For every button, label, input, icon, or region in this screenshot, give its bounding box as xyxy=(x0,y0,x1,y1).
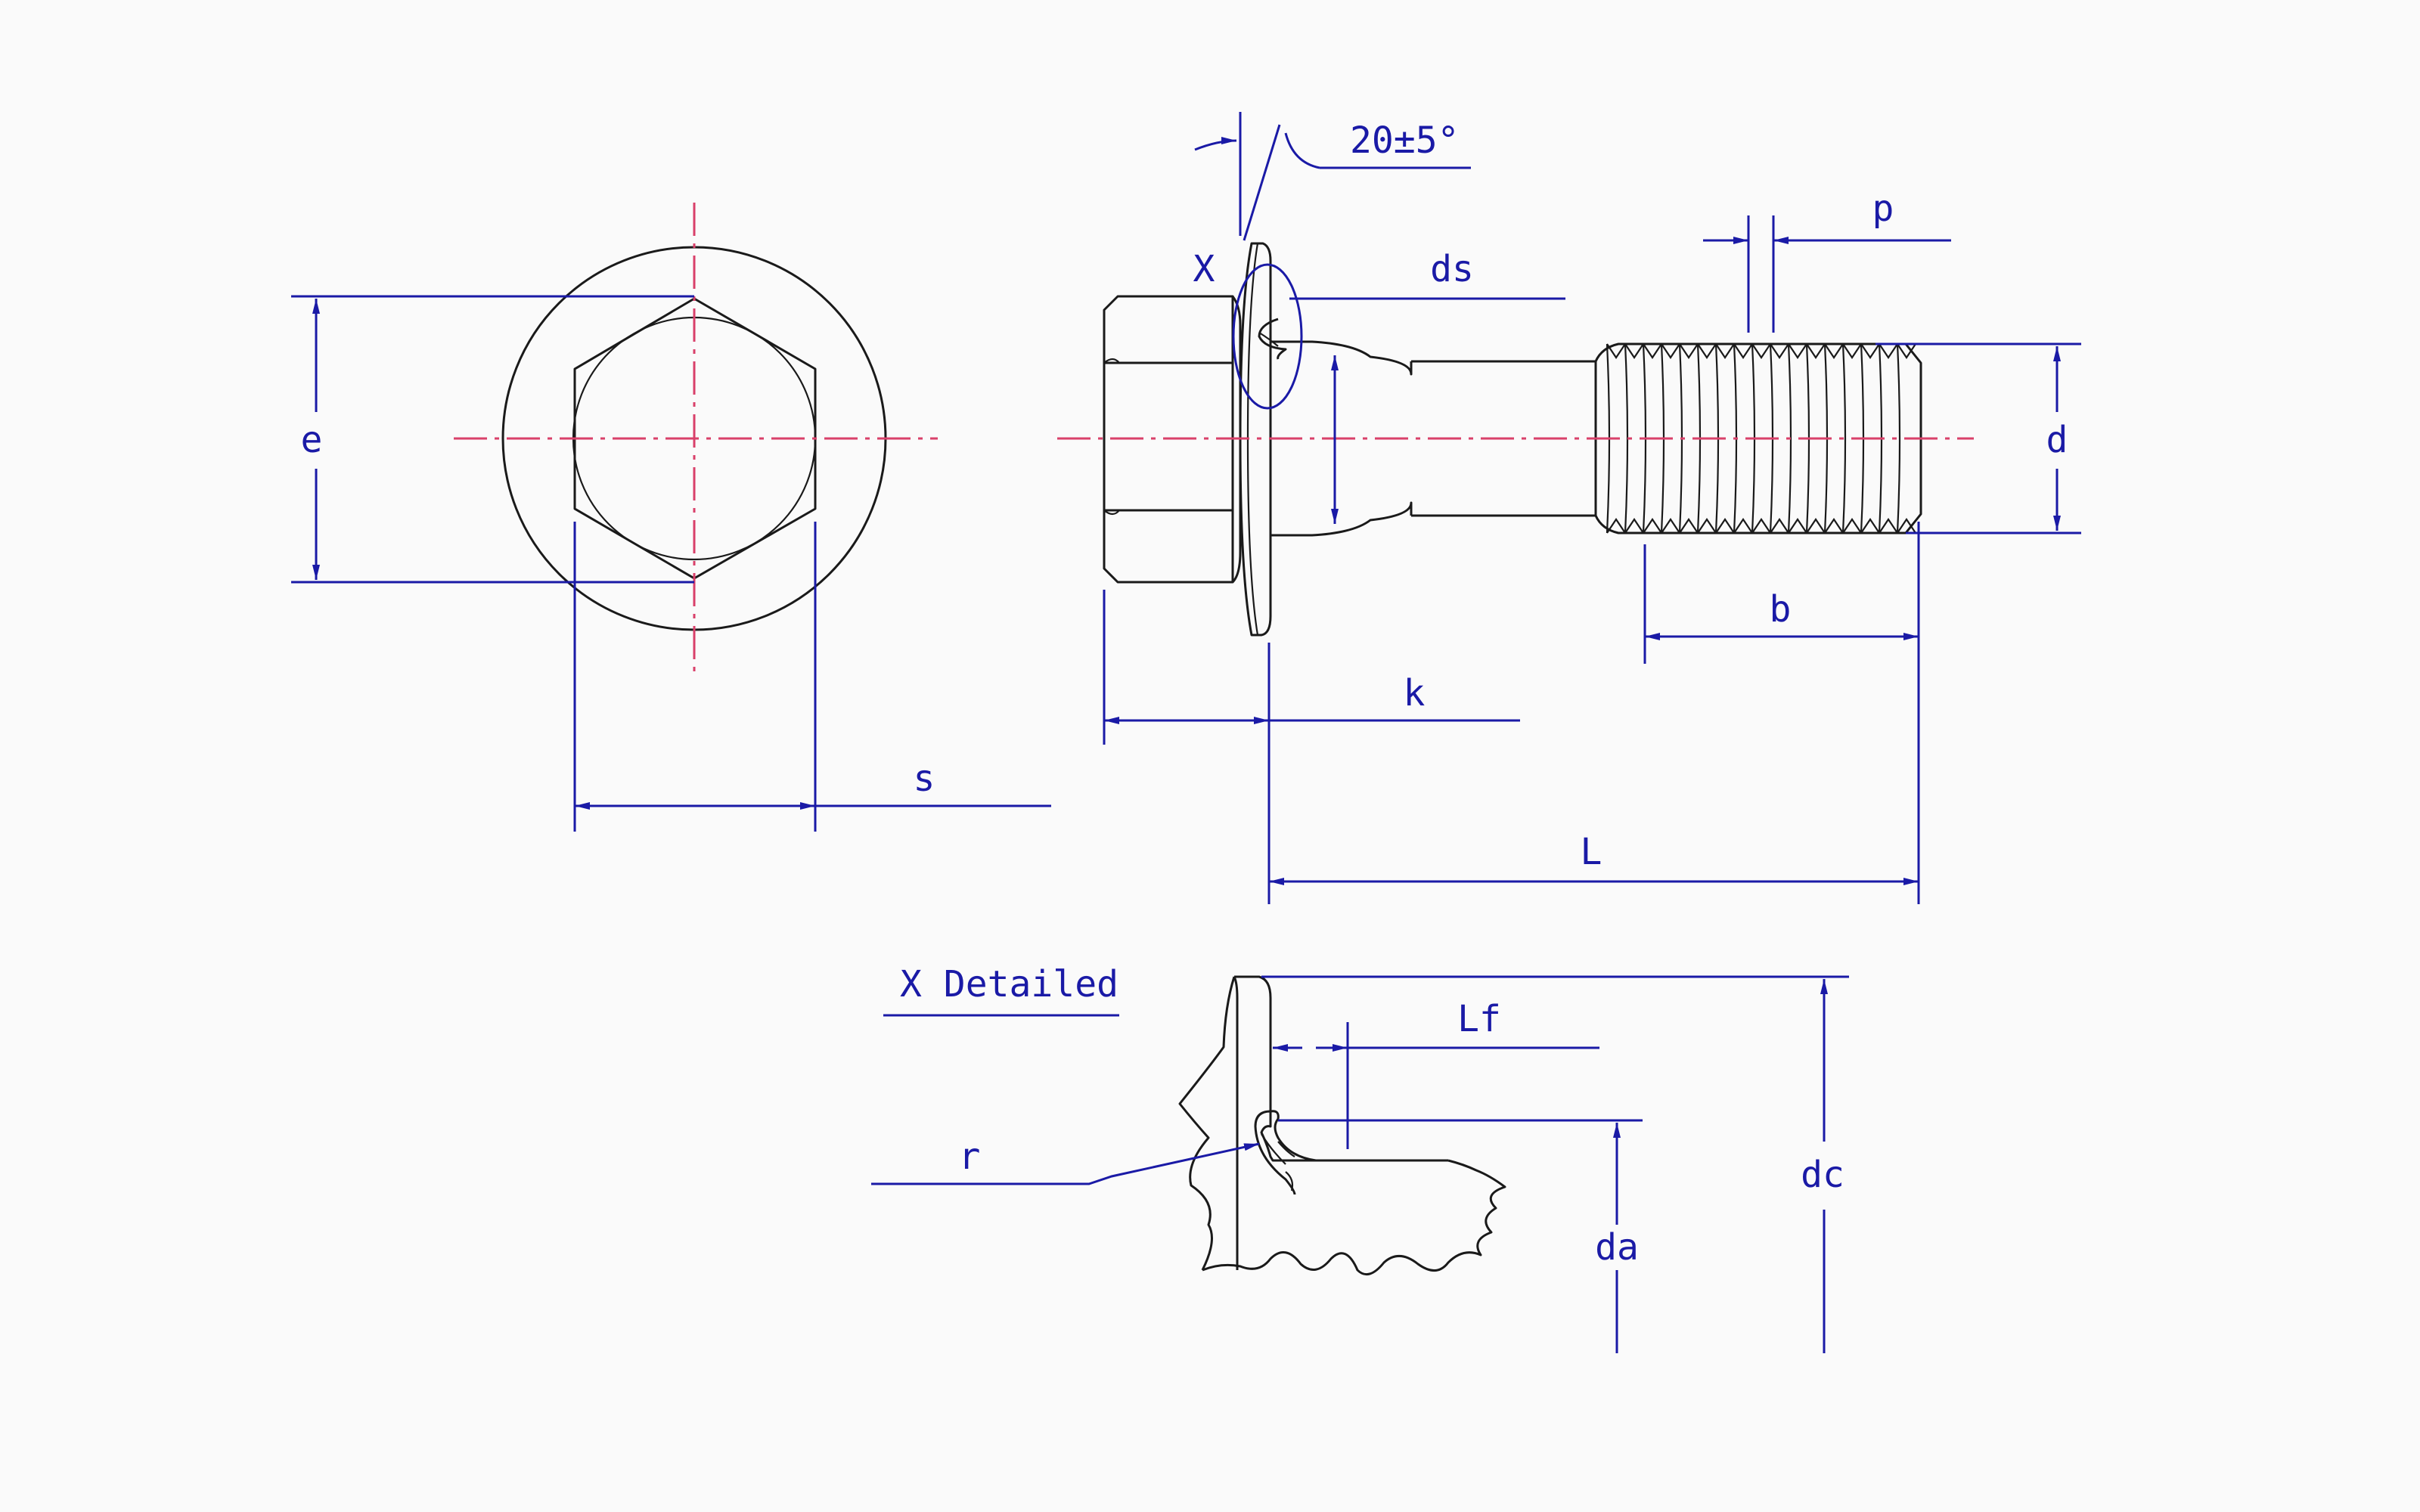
detail-break-line xyxy=(1202,1159,1506,1276)
detail-x-marker xyxy=(1232,263,1303,410)
label-e: e xyxy=(301,419,323,461)
thread-tooth xyxy=(1697,343,1717,359)
thread-tooth xyxy=(1770,518,1789,534)
dimension-ds: ds xyxy=(1289,248,1565,524)
dimension-d: d xyxy=(1876,342,2081,534)
dimension-angle: 20±5° xyxy=(1194,112,1471,241)
dimension-dc: dc xyxy=(1261,975,1849,1353)
dimension-s: s xyxy=(573,522,1051,832)
thread-tooth xyxy=(1733,518,1753,534)
detail-title: X Detailed xyxy=(900,963,1118,1005)
thread-tooth xyxy=(1624,343,1644,359)
dimension-p: p xyxy=(1703,187,1951,333)
thread-tooth xyxy=(1606,518,1626,534)
thread-tooth xyxy=(1733,343,1753,359)
side-view: X 20±5° ds p xyxy=(1057,112,2081,904)
thread-tooth xyxy=(1897,343,1916,359)
thread-crest-line xyxy=(1841,343,1847,534)
thread-tooth xyxy=(1879,343,1898,359)
label-dc: dc xyxy=(1801,1154,1844,1196)
thread-tooth xyxy=(1697,518,1717,534)
detail-flange xyxy=(1234,975,1448,1162)
thread-tooth xyxy=(1788,518,1807,534)
label-Lf: Lf xyxy=(1457,998,1501,1040)
thread-tooth xyxy=(1897,518,1916,534)
thread-tooth xyxy=(1661,343,1680,359)
thread-tooth xyxy=(1860,518,1880,534)
dimension-b: b xyxy=(1643,522,1920,904)
thread-tooth xyxy=(1806,518,1826,534)
label-k: k xyxy=(1404,672,1426,714)
thread-tooth xyxy=(1606,343,1626,359)
thread-tooth xyxy=(1842,343,1862,359)
thread-crest-line xyxy=(1896,343,1901,534)
label-ds: ds xyxy=(1430,248,1474,290)
dimension-da: da xyxy=(1278,1119,1643,1353)
thread-tooth xyxy=(1824,518,1844,534)
label-r: r xyxy=(959,1136,981,1178)
label-x: X xyxy=(1193,248,1215,290)
thread-tooth xyxy=(1679,343,1699,359)
thread-tooth xyxy=(1751,518,1771,534)
dimension-k: k xyxy=(1103,590,1520,904)
label-L: L xyxy=(1581,831,1602,873)
thread-tooth xyxy=(1643,518,1662,534)
thread-tooth xyxy=(1715,343,1735,359)
dimension-r: r xyxy=(871,1136,1260,1185)
thread-tooth xyxy=(1643,343,1662,359)
thread-tooth xyxy=(1879,518,1898,534)
end-view: e s xyxy=(291,203,1051,832)
thread-crest-line xyxy=(1624,343,1629,534)
thread-tooth xyxy=(1661,518,1680,534)
thread-tooth xyxy=(1842,518,1862,534)
label-da: da xyxy=(1595,1226,1639,1269)
x-detail-view: X Detailed Lf r d xyxy=(871,963,1849,1353)
label-p: p xyxy=(1872,187,1894,230)
shank-underhead xyxy=(1270,340,1596,376)
thread-tooth xyxy=(1751,343,1771,359)
label-s: s xyxy=(914,758,935,800)
thread-tooth xyxy=(1860,343,1880,359)
thread-tooth xyxy=(1806,343,1826,359)
flange-side xyxy=(1239,242,1272,637)
thread-tooth xyxy=(1715,518,1735,534)
dimension-Lf: Lf xyxy=(1273,998,1599,1149)
label-b: b xyxy=(1770,588,1792,631)
label-d: d xyxy=(2046,419,2068,461)
thread-tooth xyxy=(1624,518,1644,534)
dimension-e: e xyxy=(291,295,694,584)
thread-tooth xyxy=(1824,343,1844,359)
label-angle: 20±5° xyxy=(1350,119,1460,162)
thread-tooth xyxy=(1679,518,1699,534)
dimension-L: L xyxy=(1269,831,1919,885)
thread-tooth xyxy=(1770,343,1789,359)
thread-tooth xyxy=(1788,343,1807,359)
